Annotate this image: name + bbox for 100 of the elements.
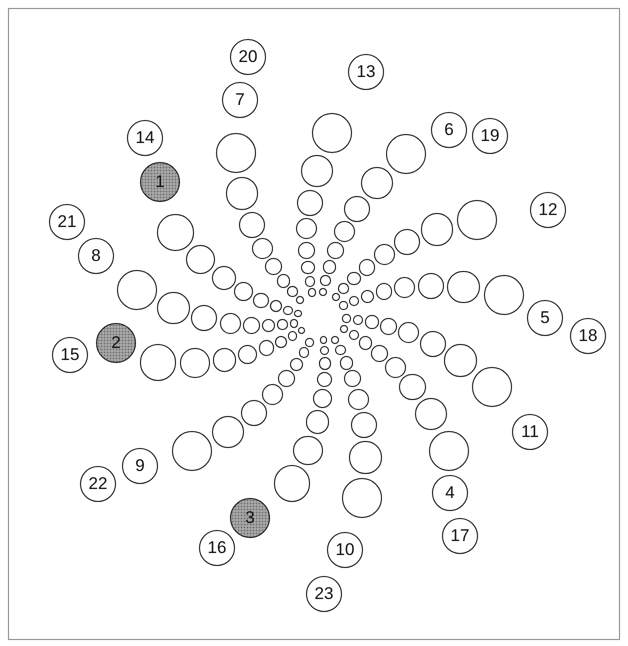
- circle: [298, 242, 315, 259]
- circle: [296, 190, 323, 216]
- circle: [348, 388, 370, 410]
- circle: [238, 212, 265, 238]
- circle: [340, 325, 348, 334]
- circle: [306, 410, 330, 434]
- numbered-circle: 17: [442, 518, 478, 554]
- circle: [394, 228, 420, 255]
- numbered-circle: 6: [431, 112, 467, 148]
- circle: [376, 283, 392, 300]
- circle: [312, 389, 332, 408]
- circle: [253, 292, 269, 308]
- circle: [288, 331, 298, 341]
- circle: [298, 326, 306, 334]
- numbered-circle: 13: [348, 54, 384, 90]
- circle: [320, 336, 328, 344]
- circle: [283, 306, 293, 316]
- circle: [358, 336, 372, 350]
- circle: [320, 275, 332, 286]
- circle: [277, 319, 288, 330]
- circle: [339, 301, 348, 310]
- circle: [350, 412, 377, 438]
- circle: [342, 314, 351, 323]
- circle: [322, 260, 336, 274]
- circle: [334, 344, 346, 356]
- circle: [420, 213, 454, 246]
- circle: [262, 318, 276, 332]
- circle: [349, 441, 382, 474]
- circle: [398, 322, 420, 344]
- circle: [234, 282, 254, 301]
- circle: [308, 288, 316, 297]
- circle: [117, 270, 158, 310]
- numbered-circle: 7: [222, 82, 258, 118]
- circle: [472, 366, 512, 407]
- circle: [296, 218, 318, 240]
- circle: [287, 286, 298, 298]
- circle: [226, 177, 258, 210]
- circle: [319, 288, 328, 296]
- circle: [380, 318, 398, 335]
- circle: [238, 344, 258, 364]
- circle: [348, 330, 360, 340]
- circle: [300, 155, 334, 188]
- circle: [180, 348, 210, 378]
- circle: [140, 344, 176, 381]
- circle: [157, 292, 190, 324]
- circle: [447, 271, 480, 304]
- numbered-circle: 18: [570, 318, 606, 354]
- circle: [258, 340, 274, 356]
- circle: [252, 238, 274, 260]
- circle: [270, 300, 282, 312]
- numbered-circle: 23: [306, 576, 342, 612]
- circle: [298, 347, 310, 358]
- circle: [304, 276, 316, 287]
- numbered-circle: 5: [527, 300, 563, 336]
- circle: [212, 266, 236, 290]
- circle: [384, 357, 406, 378]
- numbered-circle: 16: [199, 530, 235, 566]
- numbered-circle: 11: [512, 414, 548, 450]
- circle: [428, 430, 469, 471]
- circle: [305, 338, 314, 347]
- circle: [386, 134, 426, 174]
- circle: [414, 398, 448, 430]
- circle: [326, 242, 344, 259]
- circle: [358, 258, 376, 276]
- numbered-circle: 14: [127, 120, 163, 156]
- numbered-circle: 19: [472, 118, 508, 154]
- circle: [484, 274, 524, 315]
- circle: [344, 196, 370, 222]
- circle: [338, 283, 350, 294]
- circle: [330, 336, 339, 344]
- circle: [278, 370, 296, 387]
- numbered-circle: 4: [432, 475, 468, 511]
- circle: [186, 244, 216, 274]
- circle: [276, 274, 290, 288]
- circle: [340, 356, 354, 370]
- circle: [394, 277, 416, 298]
- circle: [265, 258, 282, 276]
- shaded-circle: 2: [96, 323, 136, 363]
- circle: [191, 305, 218, 332]
- circle: [418, 272, 444, 299]
- circle: [320, 346, 330, 356]
- numbered-circle: 9: [122, 448, 158, 484]
- circle: [365, 315, 379, 329]
- circle: [296, 296, 304, 304]
- circle: [370, 344, 388, 362]
- circle: [312, 113, 352, 154]
- circle: [444, 344, 477, 377]
- circle: [374, 244, 395, 266]
- circle: [301, 260, 315, 274]
- circle: [318, 357, 332, 370]
- circle: [420, 330, 446, 357]
- numbered-circle: 8: [78, 238, 114, 274]
- circle: [212, 416, 244, 448]
- circle: [456, 200, 497, 240]
- numbered-circle: 15: [52, 337, 88, 373]
- circle: [334, 220, 355, 242]
- circle: [347, 272, 360, 286]
- numbered-circle: 20: [230, 39, 266, 75]
- circle: [157, 214, 194, 251]
- circle: [352, 314, 364, 326]
